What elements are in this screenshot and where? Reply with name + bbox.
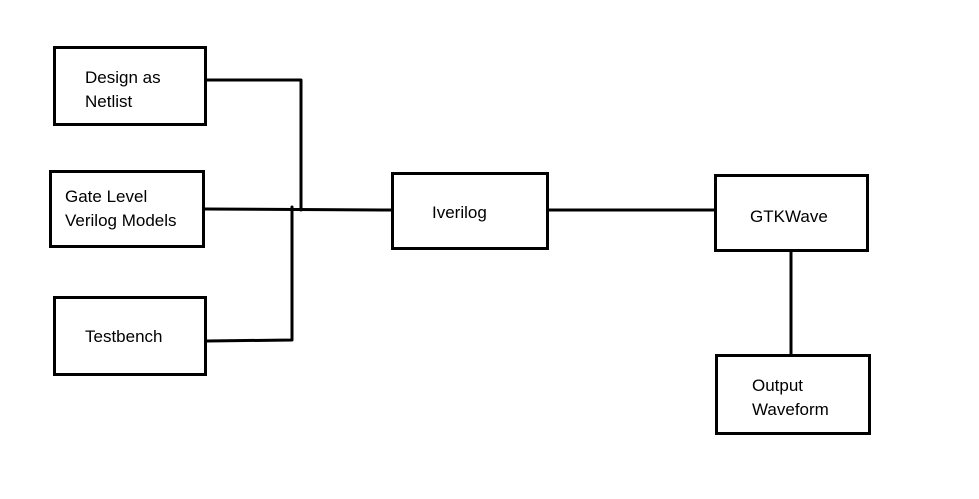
gate-level-models-label: Gate Level Verilog Models — [65, 187, 177, 230]
gtkwave-box: GTKWave — [714, 174, 869, 252]
connector-design-to-iverilog — [205, 78, 303, 212]
output-waveform-label: Output Waveform — [752, 376, 829, 419]
gtkwave-label: GTKWave — [750, 207, 828, 226]
iverilog-label: Iverilog — [432, 203, 487, 222]
connector-gate-models-to-iverilog — [203, 207, 393, 212]
output-waveform-box: Output Waveform — [715, 354, 871, 435]
iverilog-box: Iverilog — [391, 172, 549, 250]
testbench-box: Testbench — [53, 296, 207, 376]
connector-testbench-to-iverilog — [205, 205, 294, 343]
gate-level-models-box: Gate Level Verilog Models — [49, 170, 205, 248]
design-netlist-box: Design as Netlist — [53, 46, 207, 126]
design-netlist-label: Design as Netlist — [85, 68, 161, 111]
testbench-label: Testbench — [85, 327, 163, 346]
